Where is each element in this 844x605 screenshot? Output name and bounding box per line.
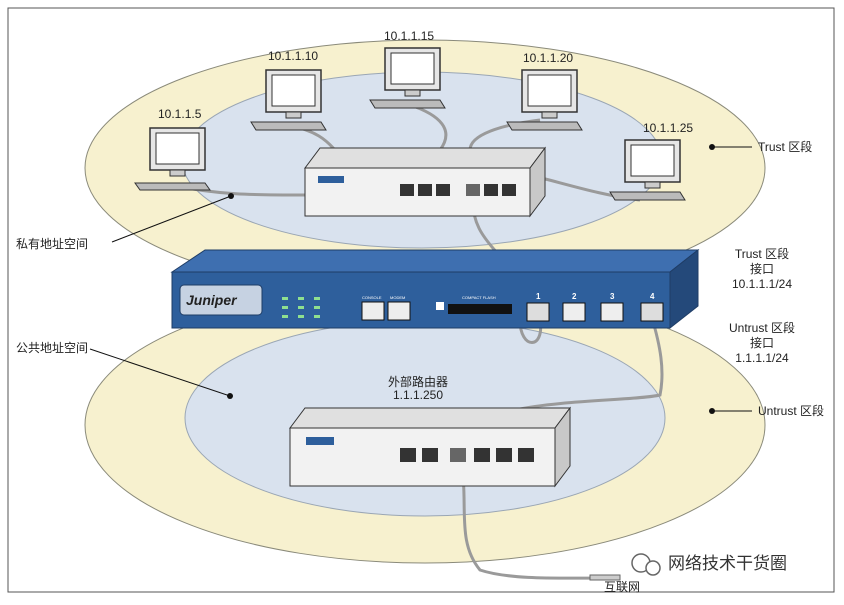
watermark: 网络技术干货圈 [631, 553, 787, 576]
public-space-label: 公共地址空间 [16, 341, 88, 355]
untrust-zone-label: Untrust 区段 [758, 403, 824, 418]
trust-if-line3: 10.1.1.1/24 [732, 277, 792, 291]
pc-ip-label: 10.1.1.25 [643, 121, 693, 135]
cable-router-to-internet [458, 457, 611, 580]
diagram-frame [7, 7, 835, 593]
internet-plug [589, 574, 621, 581]
keyboard-icon [369, 99, 446, 109]
internet-label: 互联网 [604, 580, 640, 594]
console-port [361, 301, 385, 321]
pc-ip-label: 10.1.1.10 [268, 49, 318, 63]
router-ports [400, 448, 534, 462]
keyboard-icon [609, 191, 686, 201]
port-number: 3 [610, 292, 615, 301]
pc-ip-label: 10.1.1.5 [158, 107, 202, 121]
switch-ports [400, 184, 516, 196]
cable-fw-to-router [514, 317, 664, 412]
port-2 [562, 302, 586, 322]
port-number: 4 [650, 292, 655, 301]
console-label: CONSOLE [362, 295, 382, 300]
modem-port [387, 301, 411, 321]
callout-lines [89, 146, 752, 412]
status-leds [282, 297, 320, 318]
port-number: 1 [536, 292, 541, 301]
pc-ip-label: 10.1.1.15 [384, 29, 434, 43]
keyboard-icon [134, 182, 211, 191]
switch-badge [318, 176, 344, 183]
trust-switch [304, 146, 546, 218]
router-badge [306, 437, 334, 445]
compact-flash-slot [448, 304, 512, 314]
trust-if-line2: 接口 [750, 261, 774, 276]
router-name: 外部路由器 [388, 374, 448, 389]
compact-flash-label: COMPACT FLASH [462, 295, 496, 300]
juniper-logo [179, 284, 263, 316]
router-ip: 1.1.1.250 [393, 388, 443, 402]
pc-10-1-1-25 [609, 139, 686, 201]
keyboard-icon [250, 121, 327, 131]
juniper-firewall: Juniper CONSOLE MODEM COMPACT FLASH 1 2 … [170, 248, 700, 330]
private-space-label: 私有地址空间 [16, 237, 88, 251]
untrust-if-line3: 1.1.1.1/24 [735, 351, 789, 365]
port-3 [600, 302, 624, 322]
pc-10-1-1-20 [506, 69, 583, 131]
external-router [289, 406, 571, 488]
untrust-if-line2: 接口 [750, 335, 774, 350]
keyboard-icon [506, 121, 583, 131]
port-4 [640, 302, 664, 322]
untrust-if-line1: Untrust 区段 [729, 320, 795, 335]
callout-dots [227, 144, 715, 414]
cf-indicator [436, 302, 444, 310]
trust-if-line1: Trust 区段 [735, 246, 789, 261]
port-number: 2 [572, 292, 577, 301]
pc-10-1-1-15 [369, 47, 446, 109]
pc-10-1-1-10 [250, 69, 327, 131]
port-1 [526, 302, 550, 322]
pc-10-1-1-5 [134, 127, 211, 191]
watermark-text: 网络技术干货圈 [668, 554, 787, 573]
trust-zone-label: Trust 区段 [758, 139, 812, 154]
modem-label: MODEM [390, 295, 405, 300]
pc-ip-label: 10.1.1.20 [523, 51, 573, 65]
brand-label: Juniper [186, 292, 238, 308]
